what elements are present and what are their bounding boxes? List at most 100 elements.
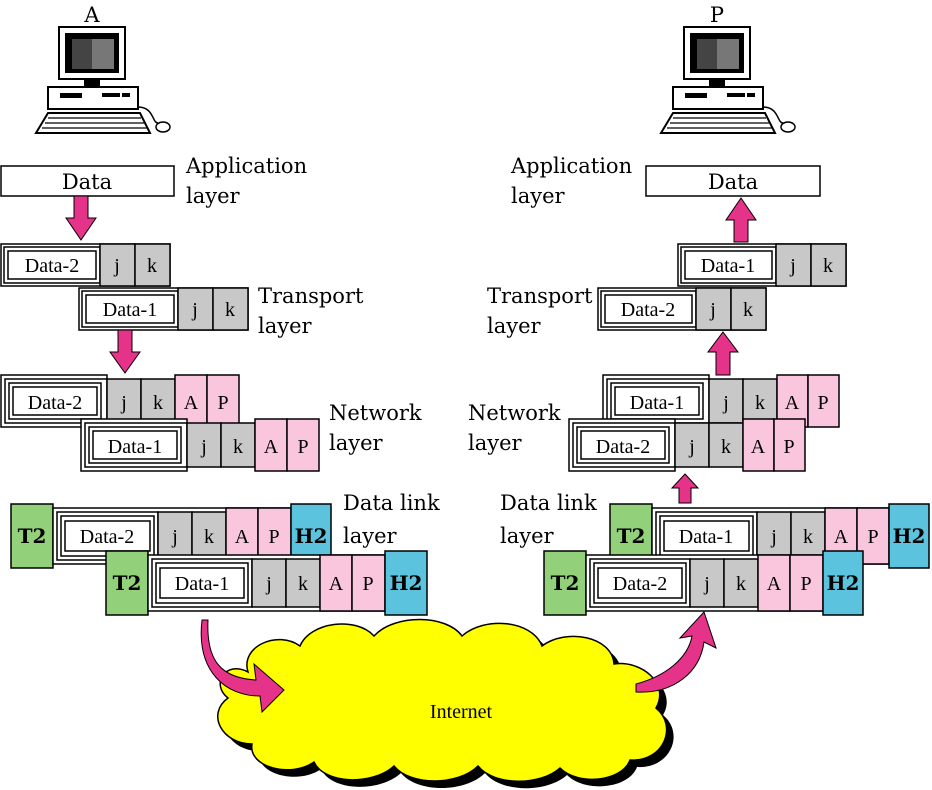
left-frame-data1: T2 Data-1 j k A P H2 bbox=[105, 550, 428, 616]
cell-j: j bbox=[770, 526, 777, 548]
left-app-data-box: Data bbox=[0, 165, 175, 197]
cell-a: A bbox=[834, 526, 849, 548]
cell-data1: Data-1 bbox=[630, 392, 684, 414]
right-transport-segment-data1: Data-1 j k bbox=[677, 243, 847, 287]
cell-k: k bbox=[721, 436, 731, 458]
cell-h2: H2 bbox=[827, 571, 860, 595]
left-transport-segment-data2: Data-2 j k bbox=[0, 243, 171, 287]
left-network-label-1: Network bbox=[329, 401, 422, 425]
right-network-datagram-data2: Data-2 j k A P bbox=[568, 418, 806, 472]
left-into-cloud-arrow bbox=[200, 619, 285, 714]
cell-t2: T2 bbox=[18, 524, 47, 548]
left-network-label-2: layer bbox=[329, 431, 384, 455]
computer-a-label: A bbox=[83, 3, 100, 27]
cell-data1: Data-1 bbox=[103, 299, 157, 321]
cell-a: A bbox=[329, 573, 344, 595]
right-frame-data2: T2 Data-2 j k A P H2 bbox=[543, 550, 864, 616]
cell-data1: Data-1 bbox=[701, 255, 755, 277]
cell-p: P bbox=[783, 436, 794, 458]
cell-a: A bbox=[785, 392, 800, 414]
cell-k: k bbox=[803, 526, 813, 548]
cell-j: j bbox=[191, 299, 198, 321]
cell-t2: T2 bbox=[551, 571, 580, 595]
right-out-of-cloud-arrow bbox=[635, 611, 717, 693]
right-transport-label-2: layer bbox=[487, 314, 542, 338]
cell-data2: Data-2 bbox=[613, 573, 667, 595]
cell-k: k bbox=[153, 392, 163, 414]
left-down-arrow-1 bbox=[65, 195, 97, 241]
cell-data1: Data-1 bbox=[175, 573, 229, 595]
right-datalink-label-2: layer bbox=[500, 524, 555, 548]
cell-data1: Data-1 bbox=[108, 436, 162, 458]
cell-k: k bbox=[743, 299, 753, 321]
left-app-data-text: Data bbox=[62, 170, 112, 194]
left-datalink-label-1: Data link bbox=[343, 491, 440, 515]
cell-p: P bbox=[362, 573, 373, 595]
cell-p: P bbox=[217, 392, 228, 414]
cell-j: j bbox=[200, 436, 207, 458]
cell-data2: Data-2 bbox=[25, 255, 79, 277]
cell-h2: H2 bbox=[390, 571, 423, 595]
cell-k: k bbox=[147, 255, 157, 277]
right-network-label-1: Network bbox=[468, 401, 561, 425]
cell-j: j bbox=[265, 573, 272, 595]
cell-data2: Data-2 bbox=[596, 436, 650, 458]
cell-k: k bbox=[204, 526, 214, 548]
cell-h2: H2 bbox=[893, 524, 926, 548]
cell-data2: Data-2 bbox=[621, 299, 675, 321]
cell-j: j bbox=[709, 299, 716, 321]
computer-p-icon bbox=[660, 26, 796, 134]
left-transport-label-1: Transport bbox=[258, 284, 364, 308]
left-application-label-1: Application bbox=[185, 154, 307, 178]
cell-p: P bbox=[268, 526, 279, 548]
cell-k: k bbox=[755, 392, 765, 414]
right-network-label-2: layer bbox=[468, 431, 523, 455]
cell-k: k bbox=[225, 299, 235, 321]
cell-t2: T2 bbox=[617, 524, 646, 548]
cell-data2: Data-2 bbox=[80, 526, 134, 548]
cell-h2: H2 bbox=[295, 524, 328, 548]
right-transport-label-1: Transport bbox=[487, 284, 593, 308]
cell-a: A bbox=[184, 392, 199, 414]
computer-a-icon bbox=[35, 26, 171, 134]
cell-j: j bbox=[120, 392, 127, 414]
right-up-arrow-3 bbox=[670, 473, 700, 504]
cell-j: j bbox=[703, 573, 710, 595]
cell-j: j bbox=[789, 255, 796, 277]
cell-a: A bbox=[264, 436, 279, 458]
left-transport-label-2: layer bbox=[258, 314, 313, 338]
cell-k: k bbox=[736, 573, 746, 595]
cell-p: P bbox=[867, 526, 878, 548]
internet-label: Internet bbox=[430, 701, 493, 723]
cell-p: P bbox=[817, 392, 828, 414]
cell-k: k bbox=[823, 255, 833, 277]
computer-p-label: P bbox=[710, 3, 724, 27]
left-down-arrow-2 bbox=[109, 329, 141, 374]
right-transport-segment-data2: Data-2 j k bbox=[597, 287, 767, 331]
right-application-label-1: Application bbox=[510, 154, 632, 178]
cell-a: A bbox=[751, 436, 766, 458]
cell-data2: Data-2 bbox=[28, 392, 82, 414]
left-datalink-label-2: layer bbox=[343, 524, 398, 548]
cell-t2: T2 bbox=[113, 571, 142, 595]
cell-k: k bbox=[233, 436, 243, 458]
cell-j: j bbox=[113, 255, 120, 277]
left-network-datagram-data1: Data-1 j k A P bbox=[80, 418, 320, 472]
cell-j: j bbox=[722, 392, 729, 414]
right-datalink-label-1: Data link bbox=[500, 491, 597, 515]
right-app-data-text: Data bbox=[708, 170, 758, 194]
internet-cloud: Internet bbox=[217, 618, 674, 789]
left-transport-segment-data1: Data-1 j k bbox=[78, 287, 249, 331]
left-application-label-2: layer bbox=[186, 184, 241, 208]
right-up-arrow-2 bbox=[707, 331, 739, 376]
cell-p: P bbox=[800, 573, 811, 595]
right-application-label-2: layer bbox=[511, 184, 566, 208]
right-up-arrow-1 bbox=[725, 197, 757, 243]
cell-a: A bbox=[235, 526, 250, 548]
right-app-data-box: Data bbox=[645, 165, 821, 197]
cell-p: P bbox=[297, 436, 308, 458]
cell-data1: Data-1 bbox=[679, 526, 733, 548]
cell-j: j bbox=[688, 436, 695, 458]
cell-a: A bbox=[767, 573, 782, 595]
